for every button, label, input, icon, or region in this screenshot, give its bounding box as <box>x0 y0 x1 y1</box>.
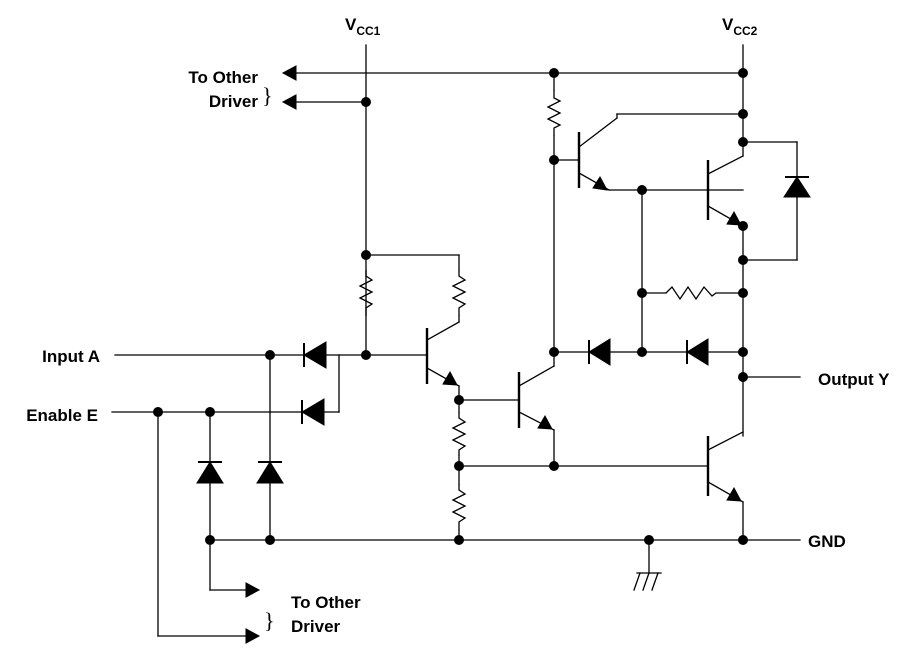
arrow-left-icon <box>281 65 297 81</box>
wire-q1-collector <box>426 321 460 341</box>
diode-clamp-enable <box>196 461 224 484</box>
diode-d2 <box>301 398 325 426</box>
arrow-right-icon <box>245 582 261 598</box>
ground-symbol-icon <box>633 539 662 591</box>
input-a-label: Input A <box>42 347 100 366</box>
to-other-driver-top-line1: To Other <box>188 68 258 87</box>
resistor-r5 <box>451 412 467 456</box>
diode-clamp-right <box>742 141 811 261</box>
to-other-driver-bottom-line2: Driver <box>291 617 341 636</box>
emitter-arrow-icon <box>537 414 553 430</box>
output-y-label: Output Y <box>818 370 890 389</box>
transistor-q1 <box>365 328 460 401</box>
gnd-label: GND <box>808 532 846 551</box>
diode-d4 <box>686 338 709 366</box>
junction-dots <box>153 68 748 545</box>
emitter-arrow-icon <box>442 370 458 386</box>
arrow-right-icon <box>245 628 261 644</box>
vcc2-label: VCC2 <box>722 15 758 38</box>
diode-d3 <box>588 338 611 366</box>
enable-e-label: Enable E <box>26 406 98 425</box>
transistor-q4 <box>706 141 744 353</box>
brace-top-icon: } <box>262 83 273 108</box>
vcc1-label: VCC1 <box>345 15 381 38</box>
resistor-r4 <box>665 285 743 301</box>
diode-clamp-input <box>256 461 284 484</box>
brace-bottom-icon: } <box>264 608 275 633</box>
resistor-r6 <box>451 484 467 530</box>
diode-d1 <box>303 341 327 369</box>
emitter-arrow-icon <box>726 486 742 502</box>
supply-wiring <box>291 44 744 356</box>
transistor-q5 <box>706 431 744 541</box>
resistor-r2 <box>358 270 374 316</box>
transistor-q2 <box>458 351 555 467</box>
to-other-driver-bottom-line1: To Other <box>291 593 361 612</box>
emitter-arrow-icon <box>592 176 608 191</box>
to-other-driver-top-line2: Driver <box>209 92 259 111</box>
transistor-q3 <box>553 113 744 191</box>
arrow-left-icon <box>281 94 297 110</box>
emitter-arrow-icon <box>726 210 742 226</box>
resistor-r1 <box>546 90 562 136</box>
resistor-r3 <box>451 270 467 316</box>
